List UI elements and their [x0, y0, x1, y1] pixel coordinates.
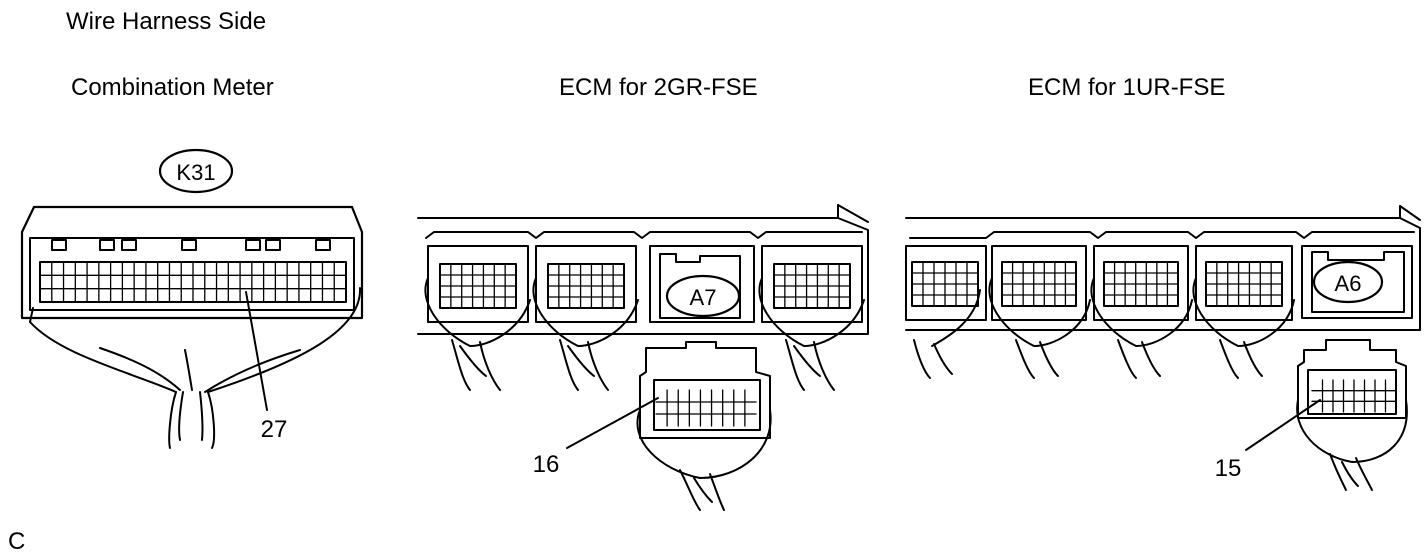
a6-pin-number: 15 [1215, 455, 1242, 482]
ecm-1ur-socket-2 [988, 245, 1091, 379]
a6-code-bubble [1312, 260, 1384, 304]
pin-grid [1205, 261, 1283, 307]
a6-pin-callout-line [1245, 399, 1321, 451]
combination-meter-title: Combination Meter [71, 74, 274, 101]
ecm-2gr-fse-title: ECM for 2GR-FSE [559, 74, 758, 101]
ecm-2gr-socket-2 [532, 245, 639, 391]
pin-grid [655, 389, 757, 427]
pin-grid [911, 261, 979, 307]
k31-pin-number: 27 [261, 416, 288, 443]
pin-grid [1103, 261, 1179, 307]
k31-wire-harness [29, 287, 362, 449]
pin-grid [1311, 379, 1397, 413]
a6-code-label: A6 [1335, 271, 1362, 296]
pin-grid [547, 263, 625, 309]
a7-plug [636, 341, 772, 511]
ecm-1ur-fse-title: ECM for 1UR-FSE [1028, 74, 1226, 101]
a7-code-label: A7 [690, 285, 717, 310]
a7-pin-callout-line [566, 397, 659, 449]
a7-pin-number: 16 [533, 451, 560, 478]
k31-pin-callout-line [245, 291, 268, 411]
ecm-1ur-socket-1 [905, 245, 987, 379]
ecm-1ur-socket-4 [1192, 245, 1295, 379]
corner-mark: C [8, 528, 26, 555]
k31-code-bubble [158, 148, 234, 194]
a6-plug [1296, 339, 1408, 491]
ecm-1ur-fse-unit: A6 15 [905, 205, 1421, 491]
pin-grid [439, 263, 517, 309]
pin-grid [773, 263, 851, 309]
ecm-2gr-socket-1 [424, 245, 531, 391]
ecm-1ur-a6-receptacle: A6 [1301, 245, 1413, 319]
diagram-heading: Wire Harness Side [66, 8, 267, 35]
ecm-2gr-socket-4 [758, 245, 865, 391]
ecm-1ur-socket-3 [1090, 245, 1193, 379]
a7-code-bubble [665, 274, 741, 318]
combination-meter-connector: K31 27 [20, 148, 364, 449]
ecm-2gr-a7-receptacle: A7 [649, 245, 755, 323]
pin-grid [1001, 261, 1077, 307]
k31-code-label: K31 [176, 160, 215, 185]
k31-pin-grid [39, 261, 347, 303]
ecm-2gr-fse-unit: A7 16 [417, 204, 869, 511]
